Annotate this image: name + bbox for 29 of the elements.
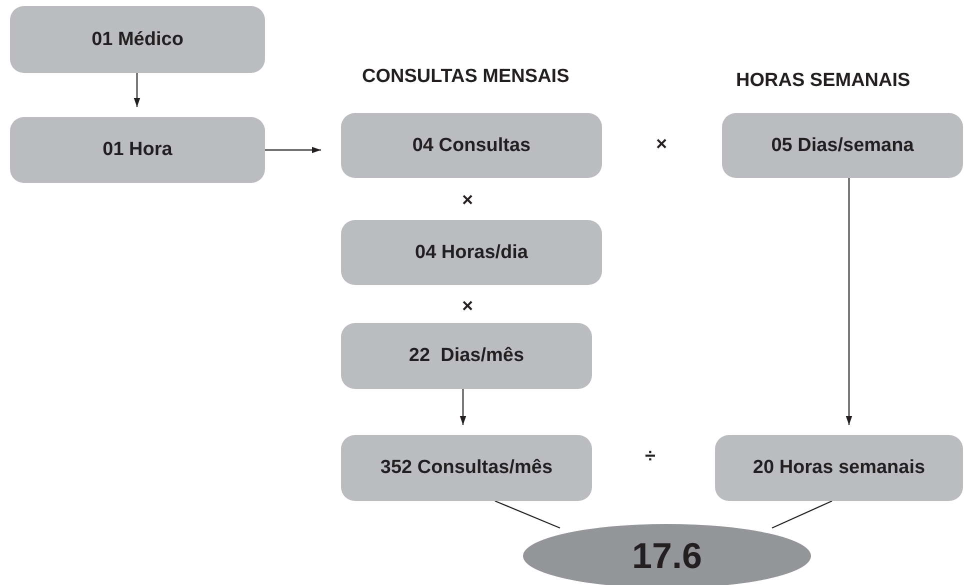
column-heading: CONSULTAS MENSAIS <box>362 66 570 88</box>
arrow <box>134 73 140 107</box>
connector-line <box>494 500 560 529</box>
process-box <box>10 6 265 73</box>
node-text: 22 Dias/mês <box>408 345 524 367</box>
operator-symbol: × <box>656 134 668 156</box>
operator-symbol: ÷ <box>645 446 656 468</box>
node-text: 04 Consultas <box>412 134 531 156</box>
process-box <box>341 435 592 501</box>
process-box <box>341 220 602 285</box>
node-text: 17.6 <box>632 535 702 577</box>
node-text: 01 Médico <box>92 28 184 50</box>
node-text: 05 Dias/semana <box>771 134 914 156</box>
process-box <box>341 113 602 178</box>
node-text: 20 Horas semanais <box>752 457 926 479</box>
node-text: 04 Horas/dia <box>415 242 528 264</box>
arrow <box>846 178 852 425</box>
arrow <box>460 389 466 425</box>
process-box <box>722 113 963 178</box>
arrow <box>265 146 321 154</box>
column-heading: HORAS SEMANAIS <box>736 70 910 92</box>
process-box <box>10 117 265 183</box>
operator-symbol: × <box>462 296 474 318</box>
process-box <box>341 323 592 389</box>
operator-symbol: × <box>462 190 474 212</box>
connector-line <box>772 500 832 529</box>
node-text: 01 Hora <box>102 139 172 161</box>
node-text: 352 Consultas/mês <box>380 457 553 479</box>
process-box <box>715 435 963 501</box>
